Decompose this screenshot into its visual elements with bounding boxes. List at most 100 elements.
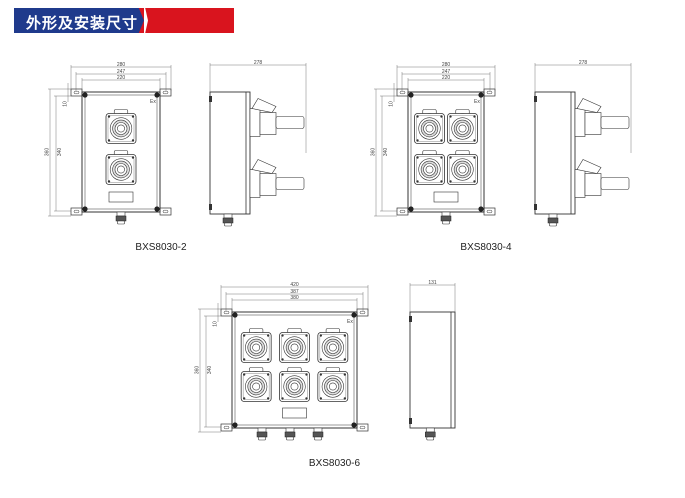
cable-gland [222,213,234,227]
gland-nut [285,427,295,433]
socket-screw [266,334,270,337]
socket-screw [473,180,476,183]
dimension-label: 340 [207,366,213,375]
socket-frame [319,334,347,361]
model-label: BXS8030-2 [135,242,187,253]
socket-screw [440,180,443,183]
mounting-slot [359,310,366,315]
socket-cover-side [251,98,277,113]
mounting-ear [396,88,409,97]
mounting-bracket [534,96,537,102]
gland-nut [441,211,451,217]
gland-nut [425,427,435,433]
socket-screw [440,139,443,142]
socket-outlet [240,367,272,402]
dimension-label: 10 [213,321,219,327]
corner-bolt [478,92,484,98]
gland-body [425,431,436,438]
socket-outlet [447,109,478,144]
dimension-label: 380 [290,295,299,301]
dimension-label: 220 [442,75,451,81]
mounting-slot [359,425,366,430]
section-header: 外形及安装尺寸 [14,8,234,33]
socket-screw [449,115,452,118]
socket-ring [328,343,337,352]
gland-nut [313,427,323,433]
nameplate [108,191,134,203]
corner-bolt [232,422,238,428]
socket-outlet [240,328,272,363]
socket-screw [319,358,323,361]
socket-ring [458,124,467,133]
socket-ring [117,124,125,133]
socket-screw [281,373,284,376]
dimension-label: 247 [117,69,126,75]
enclosure-side [534,91,576,215]
socket-ring [290,382,299,391]
cable-gland [547,213,559,227]
ex-mark: Ex [150,99,156,105]
plug-sleeve [275,116,305,129]
socket-ring [290,343,299,352]
socket-screw [281,397,284,400]
mounting-slot [162,90,169,95]
dimension-label: 420 [290,282,299,288]
socket-screw [416,115,419,118]
socket-frame [281,373,308,400]
mounting-bracket [409,418,412,424]
mounting-slot [223,425,230,430]
socket-screw [305,334,308,337]
enclosure-lid [410,94,482,210]
socket-base [249,169,261,198]
mounting-ear [220,423,233,432]
socket-screw [305,373,308,376]
socket-frame [319,373,347,400]
gland-cap [442,220,450,225]
socket-side [249,98,305,137]
socket-cover-side [576,159,602,174]
socket-ring [425,124,434,133]
socket-screw [319,373,323,376]
plug-sleeve [600,177,630,190]
socket-screw [416,139,419,142]
socket-screw [131,156,135,159]
socket-screw [440,115,443,118]
corner-bolt [154,92,160,98]
socket-screw [305,358,308,361]
socket-screw [107,139,111,142]
socket-screw [416,180,419,183]
socket-outlet [317,367,349,402]
side-view: 278 [209,60,307,227]
socket-screw [440,156,443,159]
dimension-label: 280 [442,62,451,68]
dimension-label: 280 [117,62,126,68]
mounting-ear [483,88,496,97]
socket-screw [473,115,476,118]
cable-gland [425,427,436,441]
dimension-label: 340 [57,148,63,157]
gland-cap [117,220,125,225]
gland-cap [224,222,232,227]
socket-screw [242,397,246,400]
socket-frame [416,156,443,183]
corner-bolt [408,92,414,98]
plug-body [259,173,277,196]
socket-screw [266,397,270,400]
side-view: 131 [409,280,456,441]
socket-screw [242,373,246,376]
mounting-slot [73,209,80,214]
plug-sleeve [600,116,630,129]
socket-side [249,159,305,198]
mounting-bracket [409,316,412,322]
socket-frame [449,156,476,183]
gland-body [440,215,452,222]
gland-cap [314,436,322,441]
socket-frame [107,115,135,142]
cable-gland [440,211,452,225]
socket-screw [343,397,347,400]
mounting-ear [220,308,233,317]
section-title: 外形及安装尺寸 [26,14,139,32]
gland-cap [286,436,294,441]
socket-outlet [105,150,137,185]
ex-mark: Ex [474,99,480,105]
